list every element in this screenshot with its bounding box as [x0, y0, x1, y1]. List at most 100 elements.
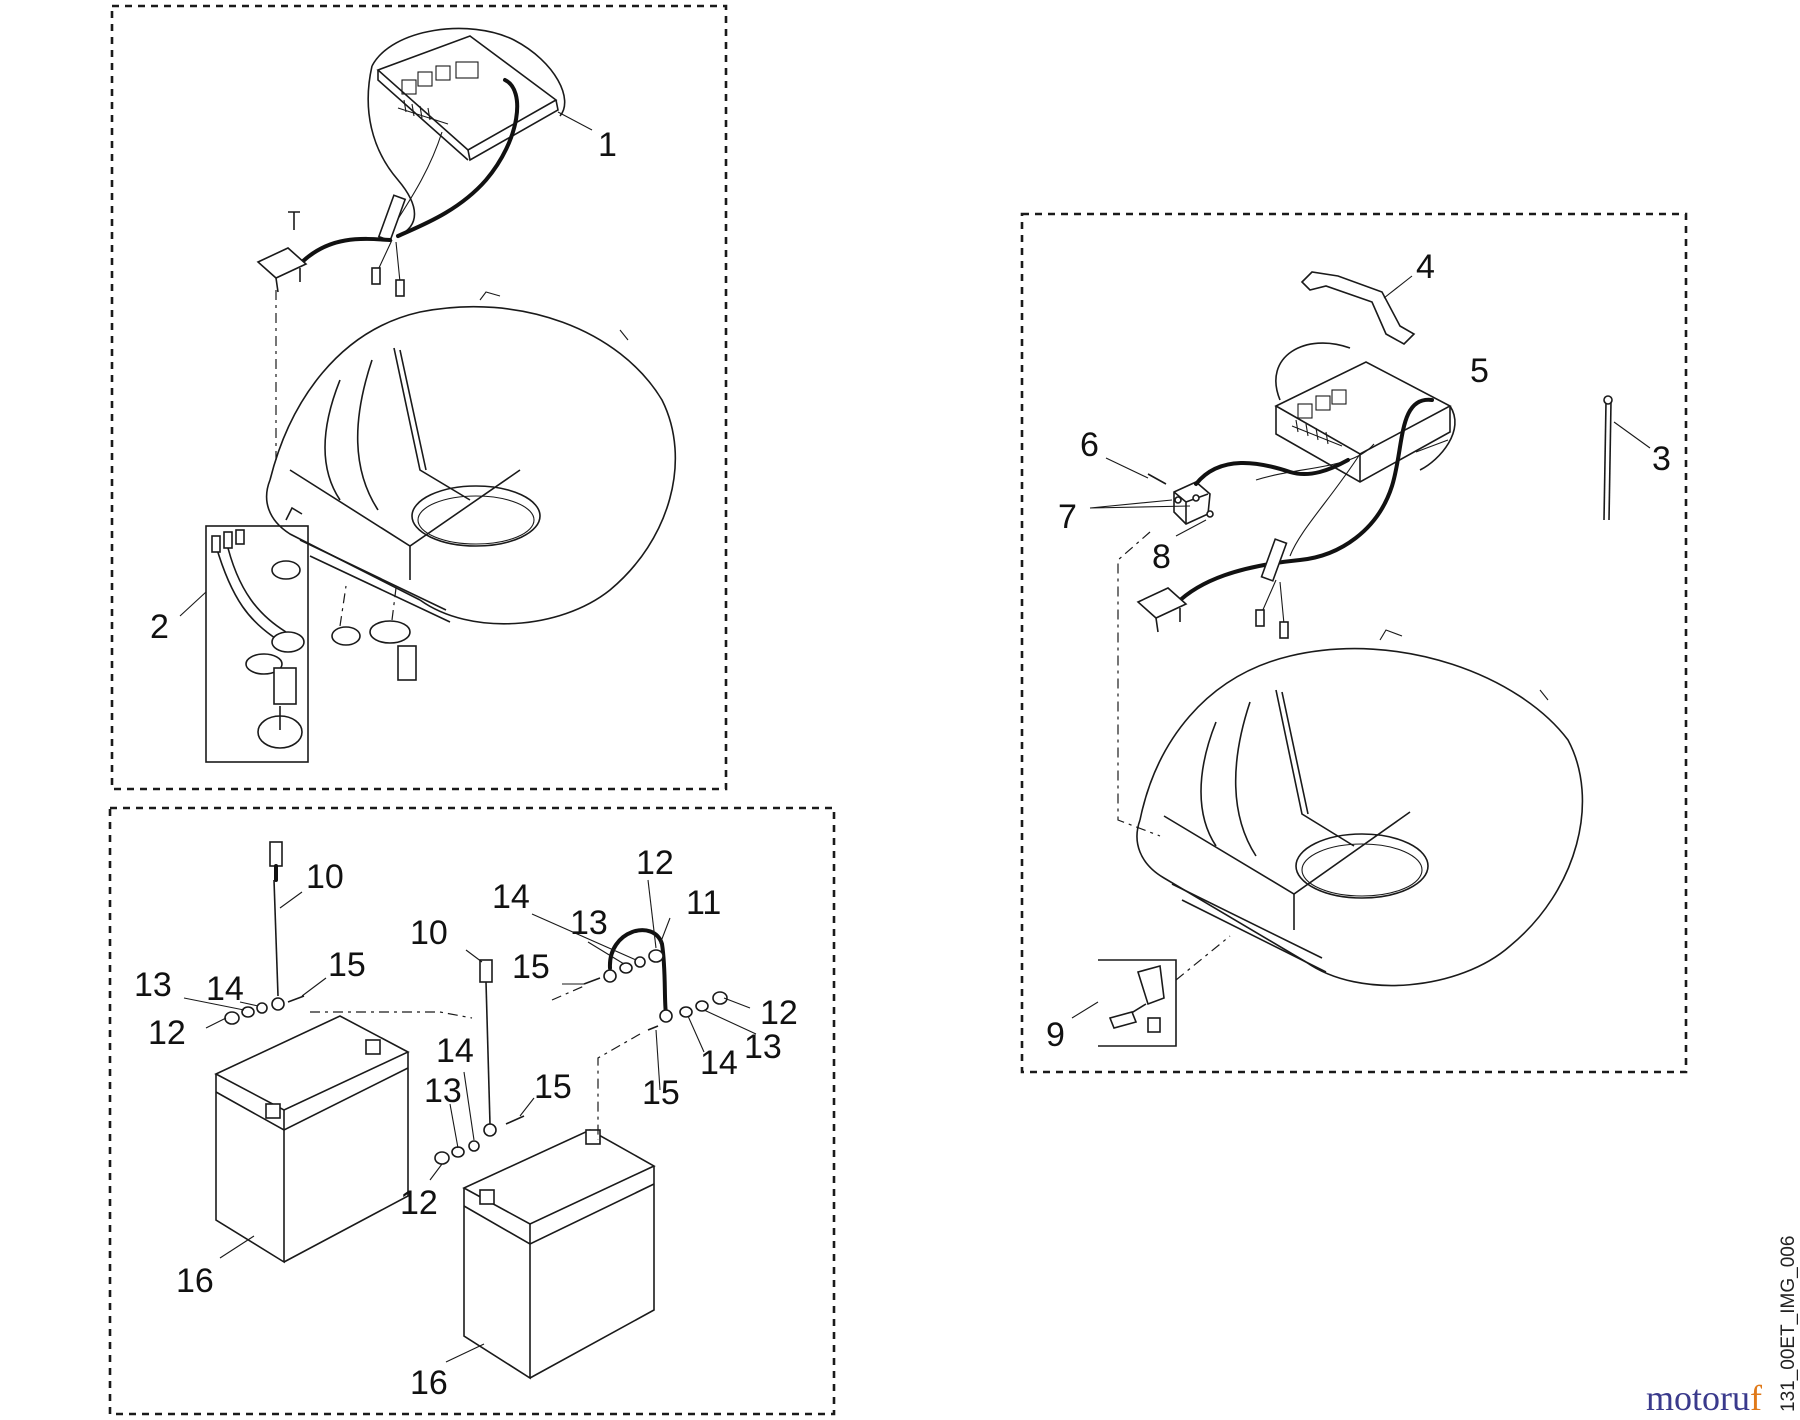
battery-16a [214, 1015, 410, 1264]
leader-12b [205, 1017, 227, 1029]
phantom-lines-socket [339, 585, 397, 627]
leader-4 [1383, 275, 1413, 299]
leader-10b [465, 949, 483, 963]
lead-terminal-5a [1255, 609, 1265, 627]
watermark-text-dark: motoru [1646, 1378, 1750, 1418]
callout-11: 11 [686, 884, 721, 922]
callout-7: 7 [1058, 498, 1077, 536]
panel-upgrade-kit-right [1020, 212, 1688, 1074]
callout-4: 4 [1416, 248, 1435, 286]
grommet-2b [331, 626, 361, 646]
callout-15-jumper-bottom: 15 [642, 1074, 680, 1112]
control-board-1 [367, 27, 566, 237]
leader-13b [183, 997, 245, 1011]
battery-16a-terminal-right [365, 1039, 381, 1055]
leader-13c [703, 1009, 757, 1035]
socket-body-2 [397, 645, 417, 681]
mount-bracket-5 [1136, 587, 1188, 619]
phantom-line-battery-a [310, 1011, 473, 1019]
callout-10-left: 10 [306, 858, 344, 896]
washer-13-left [241, 1006, 255, 1018]
leader-8 [1175, 519, 1207, 537]
bolt-15-jumper-bottom [647, 1025, 659, 1031]
callout-13-middle: 13 [424, 1072, 462, 1110]
lockwasher-14-jumper-bottom [679, 1006, 693, 1018]
leader-14a [531, 913, 637, 961]
leader-12c [723, 997, 751, 1009]
callout-13-left: 13 [134, 966, 172, 1004]
mount-bracket-1 [256, 247, 308, 279]
washer-13-mid [451, 1146, 465, 1158]
leader-14c [687, 1015, 705, 1053]
nut-12-jumper-top [648, 949, 664, 963]
leader-14b [239, 1001, 259, 1007]
lockwasher-14-jumper-top [634, 956, 646, 968]
fuse-9 [1147, 1017, 1161, 1033]
kit-socket-2 [273, 667, 297, 705]
callout-9: 9 [1046, 1016, 1065, 1054]
kit-wire-2a [215, 545, 279, 641]
leader-1 [557, 111, 593, 131]
nut-8 [1206, 510, 1214, 518]
board-cable-1 [396, 78, 520, 238]
harness-connector-5 [1260, 538, 1288, 582]
phantom-line-right [1117, 531, 1161, 837]
leader-7 [1089, 499, 1191, 509]
leader-15c [519, 1097, 535, 1117]
leader-16b [445, 1343, 485, 1363]
fuse-clip-9 [1108, 1011, 1138, 1029]
panel-frame-top-left [110, 4, 728, 791]
leader-11 [659, 917, 671, 945]
phantom-line-fuse [1175, 935, 1231, 981]
leader-13d [449, 1103, 459, 1149]
callout-14-jumper-top: 14 [492, 878, 530, 916]
lead-terminal-1b [395, 279, 405, 297]
cable-tie-3 [1603, 401, 1607, 521]
kit-frame-2 [205, 525, 309, 763]
battery-16a-terminal-left [265, 1103, 281, 1119]
callout-12-jumper-top: 12 [636, 844, 674, 882]
harness-cable-1 [300, 236, 392, 264]
grommet-2a [271, 560, 301, 580]
leader-12a [647, 879, 657, 949]
cable-10-mid-connector [479, 959, 493, 983]
terminal-block-6-7-8 [1147, 473, 1214, 525]
leader-9 [1071, 1001, 1099, 1019]
callout-1: 1 [598, 126, 617, 164]
callout-15-middle: 15 [534, 1068, 572, 1106]
leader-15d [655, 1029, 661, 1091]
kit-cap-2 [245, 653, 283, 675]
leader-14d [463, 1071, 475, 1141]
board-wire-1 [395, 131, 443, 223]
bolt-15-mid [505, 1115, 525, 1125]
leader-3 [1613, 421, 1651, 449]
nut-12-left [224, 1011, 240, 1025]
callout-12-jumper-bottom: 12 [760, 994, 798, 1032]
leader-15a [301, 977, 327, 997]
harness-leads-1 [377, 239, 401, 283]
leader-10a [279, 891, 303, 909]
terminal-cable-6 [1194, 458, 1350, 486]
image-code-label: 131_00ET_IMG_006 [1778, 1236, 1799, 1412]
callout-14-left: 14 [206, 970, 244, 1008]
washer-13-jumper-top [619, 962, 633, 974]
control-module-5 [1274, 342, 1456, 483]
battery-16b-terminal-right [585, 1129, 601, 1145]
phantom-line-battery-b [597, 1033, 641, 1140]
callout-16-lower: 16 [410, 1364, 448, 1402]
callout-10-middle: 10 [410, 914, 448, 952]
hardware-stack-middle [434, 1115, 525, 1165]
retaining-strap-4 [1300, 271, 1416, 345]
leader-2 [179, 591, 207, 617]
kit-terminal-2c [235, 529, 245, 545]
leader-16a [219, 1235, 255, 1259]
callout-14-jumper-bottom: 14 [700, 1044, 738, 1082]
callout-12-left: 12 [148, 1014, 186, 1052]
kit-terminal-2b [223, 531, 233, 549]
module-wire-5b [1255, 443, 1375, 481]
cable-10-left-connector [269, 841, 283, 867]
lockwasher-14-mid [468, 1140, 480, 1152]
washer-13-jumper-bottom [695, 1000, 709, 1012]
